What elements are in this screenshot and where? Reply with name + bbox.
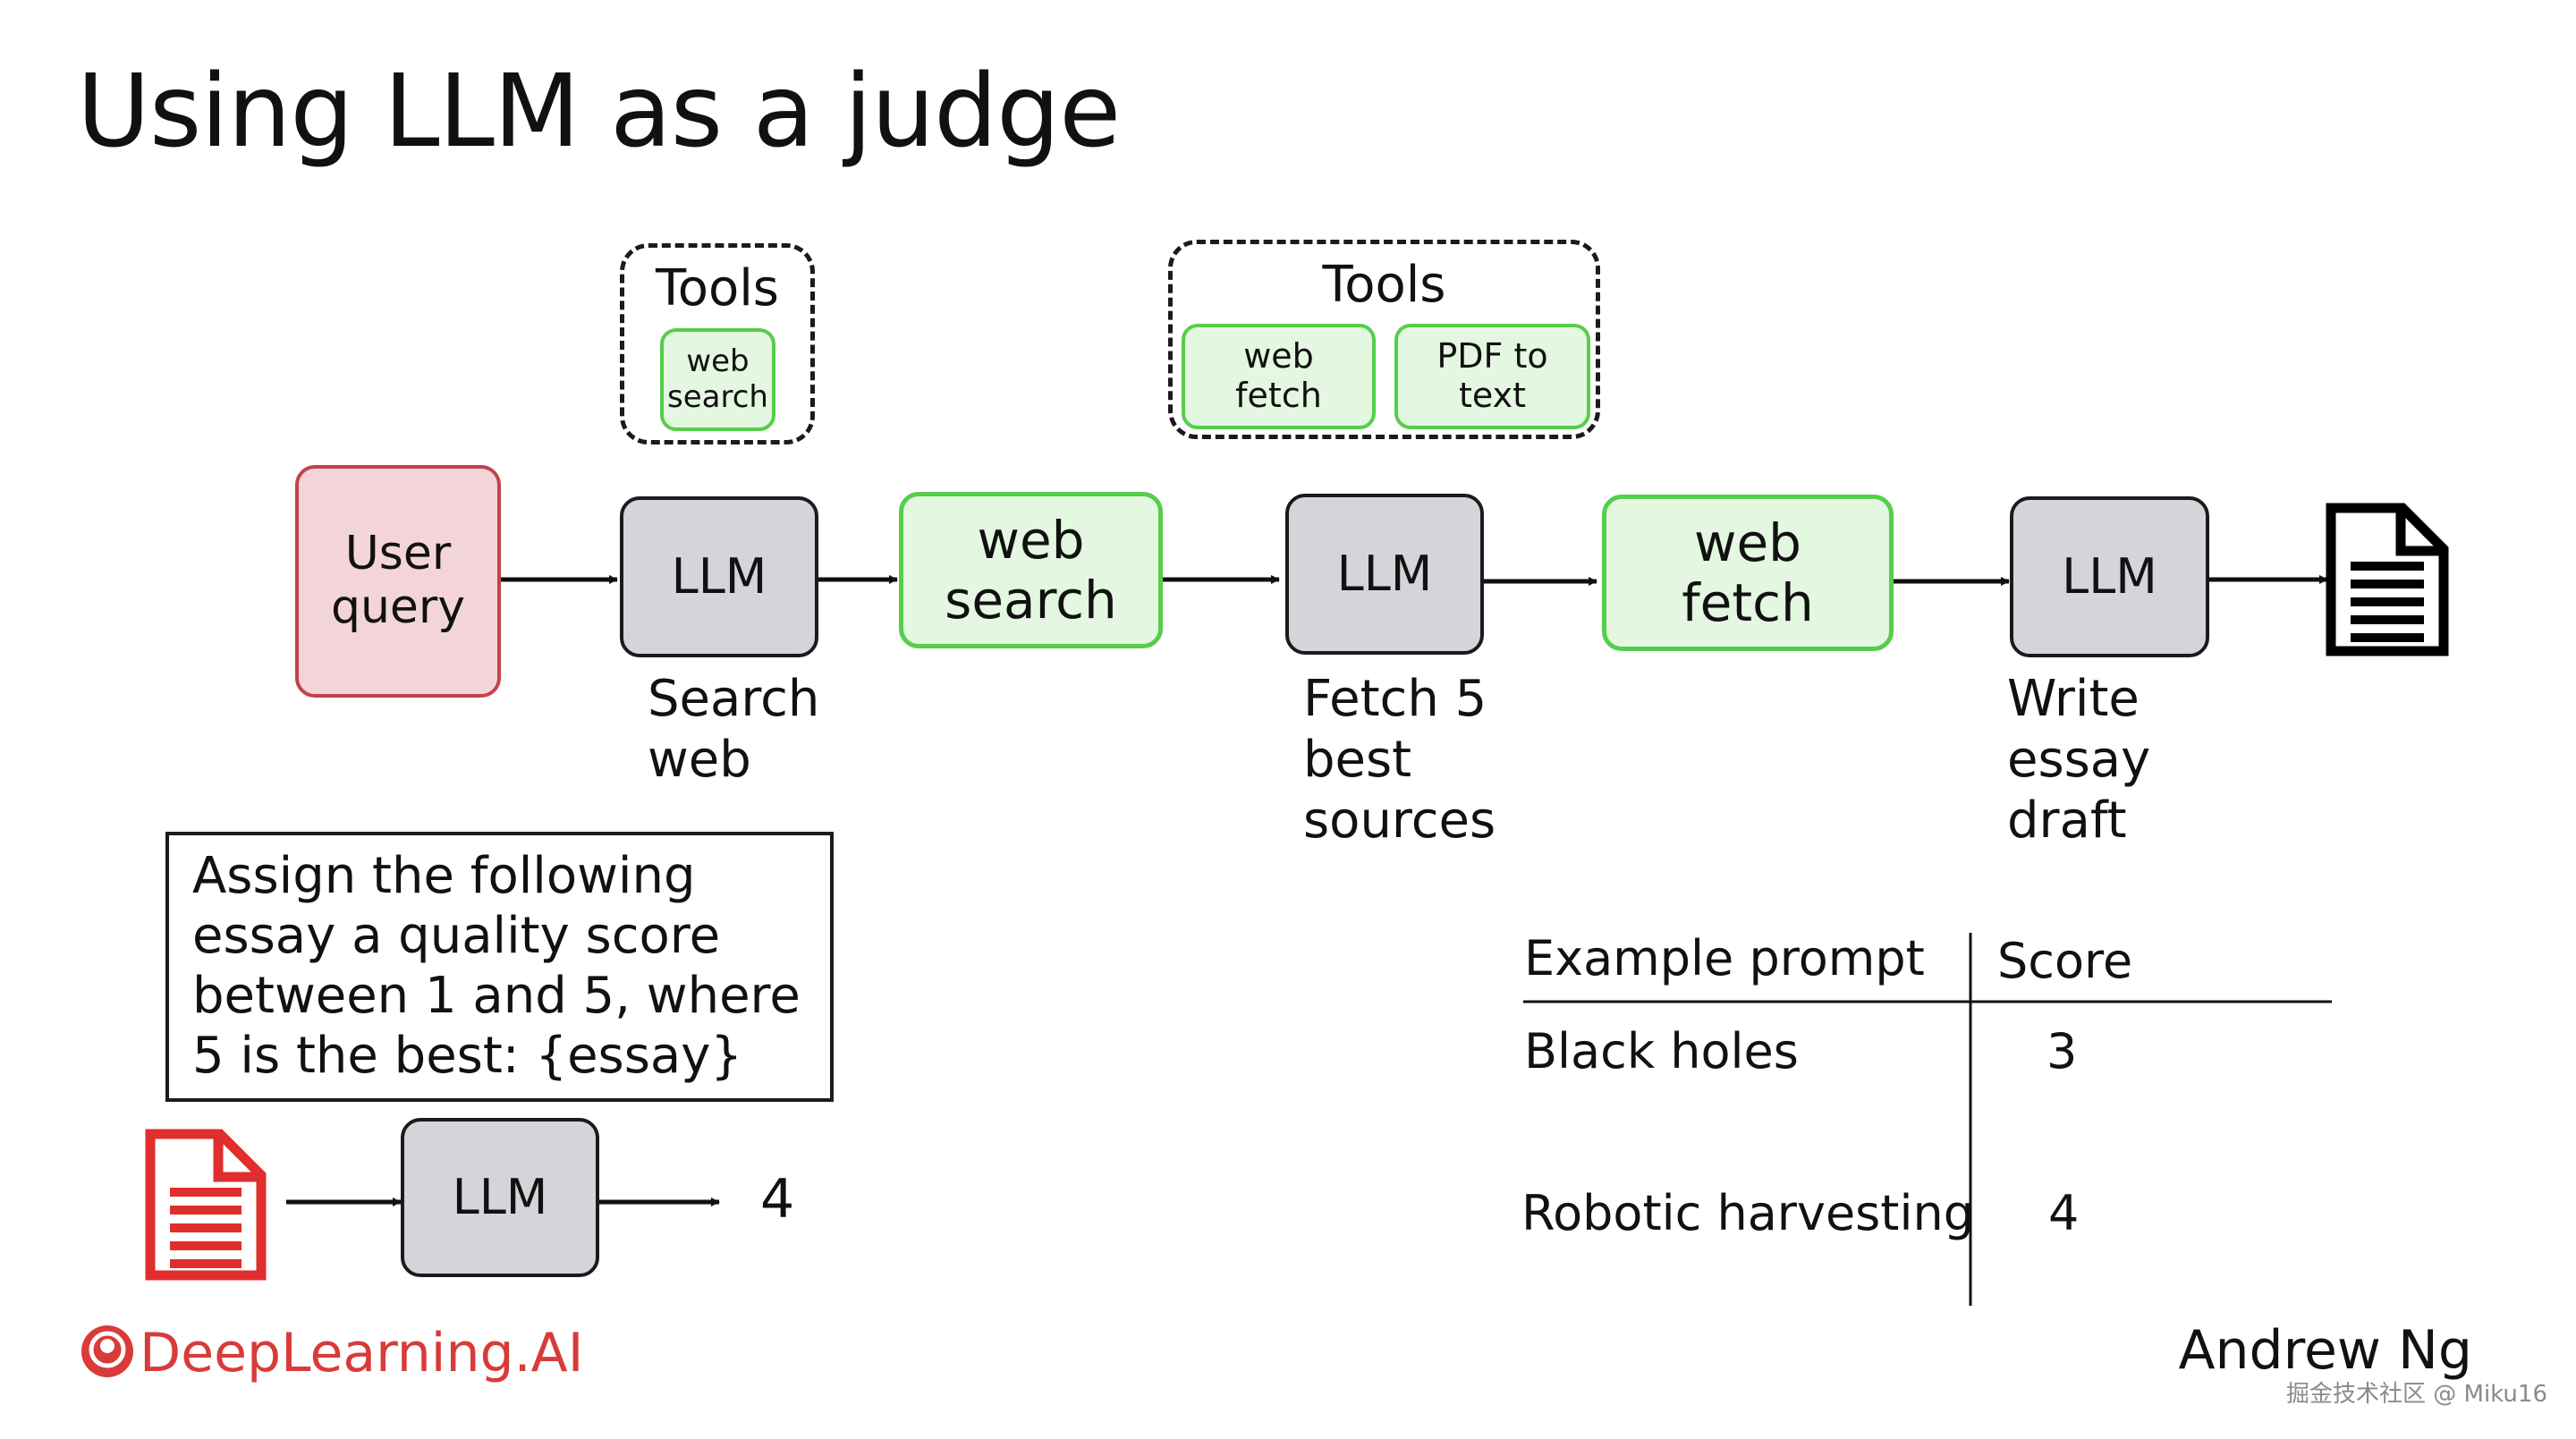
red-document-icon [145,1129,267,1281]
table-row-1-prompt: Black holes [1524,1023,1799,1079]
web-search-box: web search [899,492,1163,648]
tool-pdf-to-text-label: PDF to text [1436,336,1548,415]
web-search-label: web search [945,509,1117,631]
llm-write-box: LLM [2010,496,2209,657]
tools-group-1 [620,243,815,444]
llm-write-label: LLM [2062,547,2157,605]
user-query-label: User query [330,527,466,634]
deeplearning-brand: DeepLearning.AI [79,1322,583,1384]
web-fetch-box: web fetch [1602,495,1894,651]
tools-group-2-label: Tools [1322,256,1446,314]
judge-score-output: 4 [760,1168,795,1231]
tool-web-fetch: web fetch [1182,324,1376,429]
tool-web-fetch-label: web fetch [1235,336,1322,415]
web-fetch-label: web fetch [1682,512,1814,633]
watermark: 掘金技术社区 @ Miku16 [2285,1381,2547,1408]
author-name: Andrew Ng [2178,1319,2472,1382]
llm-judge-box: LLM [401,1118,599,1277]
table-header-prompt: Example prompt [1524,930,1925,986]
caption-search-web: Search web [648,670,820,789]
llm-fetch-label: LLM [1336,545,1433,602]
tool-web-search-label: web search [667,343,768,415]
llm-search-box: LLM [620,496,818,657]
page-title: Using LLM as a judge [77,54,1121,170]
tools-group-1-label: Tools [656,259,779,317]
tool-pdf-to-text: PDF to text [1394,324,1590,429]
table-row-2-score: 4 [2048,1185,2080,1241]
table-row-2-prompt: Robotic harvesting [1521,1185,1974,1241]
caption-write-draft: Write essay draft [2007,670,2151,850]
document-icon [2326,503,2449,656]
user-query-box: User query [295,465,501,698]
llm-judge-label: LLM [452,1168,548,1225]
deeplearning-logo-icon [81,1325,133,1377]
llm-search-label: LLM [671,547,767,605]
tool-web-search: web search [660,328,775,431]
judge-prompt-box: Assign the following essay a quality sco… [165,832,834,1102]
llm-fetch-box: LLM [1285,494,1484,655]
table-header-score: Score [1997,933,2133,989]
tools-group-2 [1168,240,1600,439]
table-row-1-score: 3 [2046,1023,2078,1079]
caption-fetch-sources: Fetch 5 best sources [1303,670,1496,850]
deeplearning-brand-label: DeepLearning.AI [140,1322,584,1384]
